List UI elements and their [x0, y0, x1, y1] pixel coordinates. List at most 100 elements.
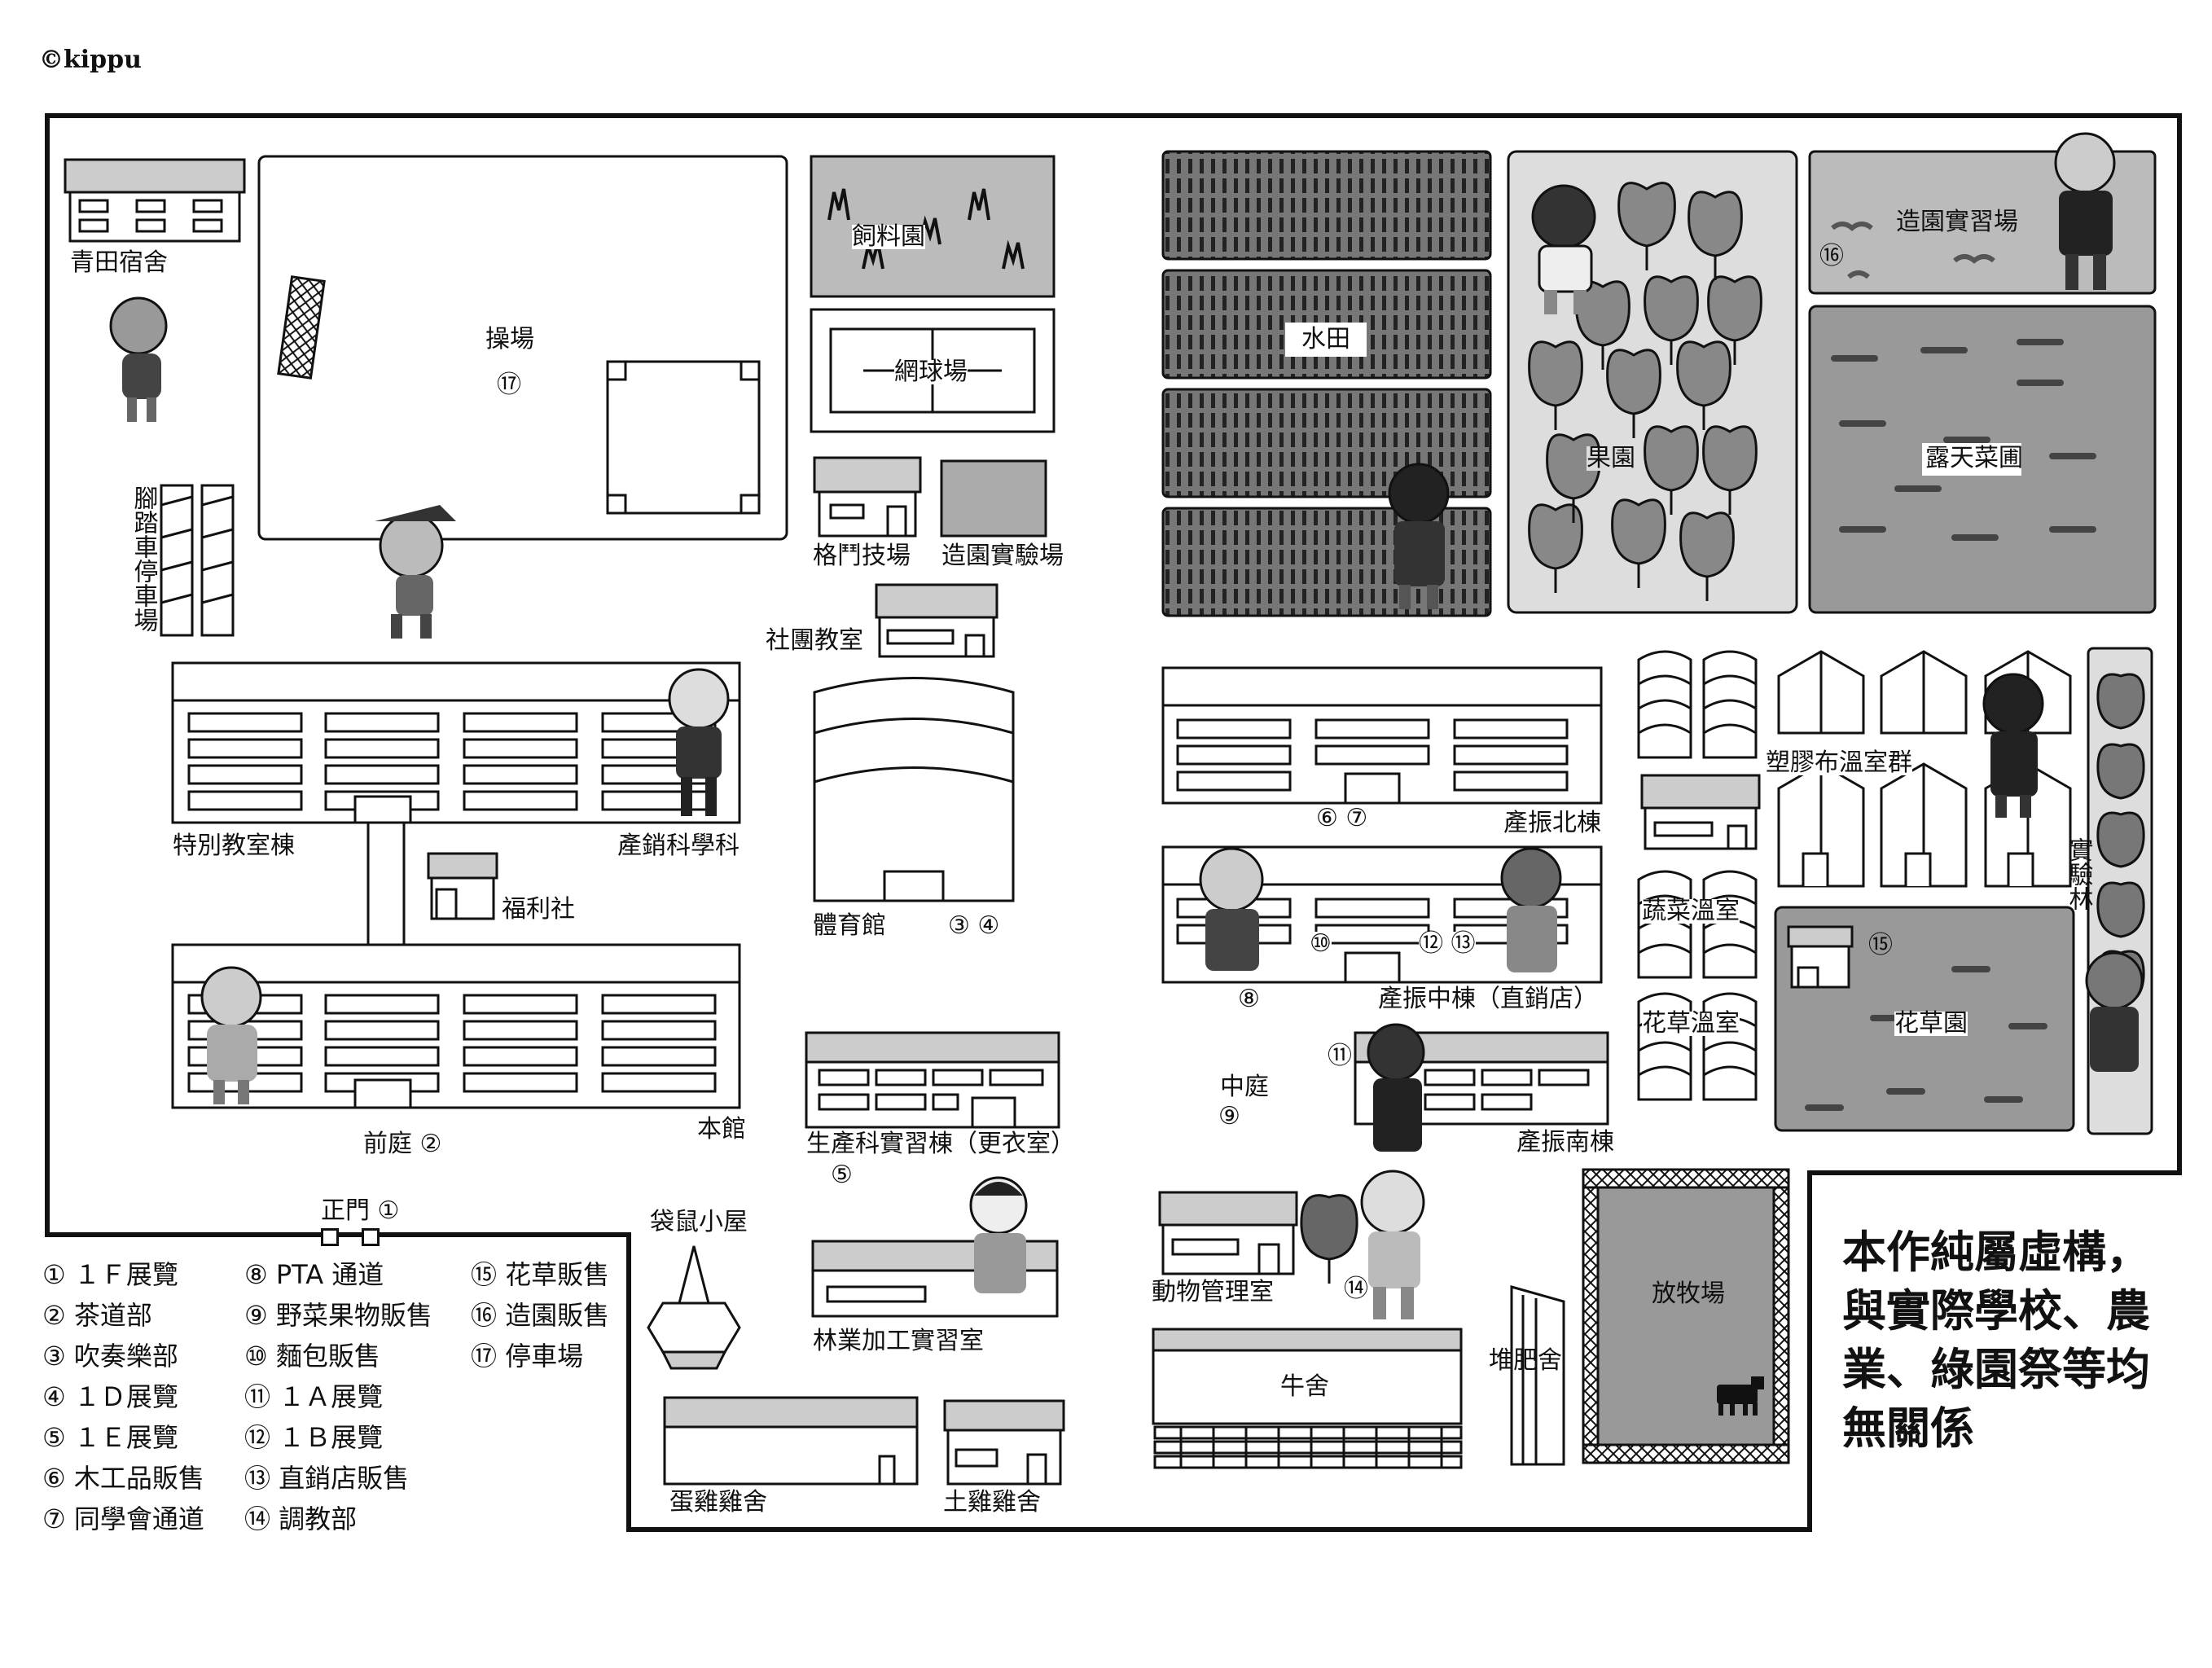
- legend-column-2: ⑧ PTA 通道 ⑨ 野菜果物販售 ⑩ 麵包販售 ⑪ １Ａ展覽 ⑫ １Ｂ展覽 ⑬…: [244, 1254, 432, 1539]
- label-open-field: 露天菜圃: [1925, 444, 2023, 472]
- label-middle-number-10: ⑩: [1310, 929, 1332, 958]
- open-vegetable-field: [1808, 305, 2157, 614]
- label-tennis: 網球場: [894, 358, 968, 386]
- bike-parking: [160, 484, 235, 637]
- legend-item: ⑧ PTA 通道: [244, 1259, 384, 1290]
- character-figure: [1531, 184, 1596, 314]
- legend-item: ⑦ 同學會通道: [42, 1503, 204, 1534]
- legend-item: ⑮ 花草販售: [471, 1259, 610, 1290]
- north-building: [1161, 666, 1603, 805]
- greenhouse-office: [1640, 774, 1761, 850]
- store-building: [427, 852, 498, 920]
- disclaimer-line: 業、綠園祭等均: [1842, 1344, 2150, 1395]
- compost-shed: [1510, 1285, 1565, 1466]
- label-landscape-number: ⑯: [1819, 242, 1844, 270]
- legend-item: ⑪ １Ａ展覽: [244, 1381, 384, 1412]
- main-building: [171, 943, 741, 1109]
- label-vegetable-greenhouse: 蔬菜溫室: [1642, 897, 1740, 925]
- label-club-room: 社團教室: [766, 626, 863, 655]
- egg-chicken-coop: [663, 1396, 919, 1486]
- gate-post-icon: [362, 1228, 380, 1246]
- label-playground: 操場: [485, 325, 534, 353]
- cattle-barn: [1152, 1328, 1463, 1469]
- label-south-building: 產振南棟: [1516, 1128, 1614, 1157]
- pasture: [1582, 1168, 1790, 1464]
- disclaimer-line: 本作純屬虛構，: [1842, 1227, 2150, 1278]
- label-south-number: ⑪: [1328, 1042, 1352, 1070]
- plastic-greenhouse-group: [1777, 650, 2072, 888]
- gymnasium: [813, 677, 1015, 902]
- label-flower-greenhouse: 花草溫室: [1642, 1009, 1740, 1038]
- campus-boundary: [45, 113, 2182, 1532]
- cow-icon: [1717, 1376, 1764, 1416]
- connecting-corridor: [366, 821, 406, 946]
- label-landscape-lab: 造園實驗場: [941, 542, 1064, 570]
- label-practice-building: 生產科實習棟（更衣室）: [806, 1130, 1075, 1158]
- label-forestry: 林業加工實習室: [813, 1327, 984, 1355]
- character-figure: [1388, 463, 1450, 609]
- character-figure: [2054, 132, 2116, 290]
- legend-item: ⑭ 調教部: [244, 1503, 358, 1534]
- character-figure: [969, 1176, 1028, 1293]
- label-orchard: 果園: [1587, 444, 1635, 472]
- label-gym-numbers: ③ ④: [948, 911, 1000, 940]
- character-figure: [1360, 1170, 1425, 1319]
- label-egg-coop: 蛋雞雞舍: [669, 1488, 767, 1517]
- legend-item: ③ 吹奏樂部: [42, 1341, 178, 1372]
- label-playground-number: ⑰: [497, 371, 521, 399]
- tree-icon: [1300, 1194, 1358, 1284]
- legend-item: ⑨ 野菜果物販售: [244, 1300, 432, 1331]
- character-figure: [1367, 1023, 1425, 1152]
- legend-item: ⑤ １Ｅ展覽: [42, 1422, 178, 1453]
- special-classroom-building: [171, 661, 741, 824]
- playground: [257, 155, 788, 541]
- label-middle-number-8: ⑧: [1238, 985, 1260, 1013]
- label-north-building: 產振北棟: [1503, 809, 1601, 837]
- label-animal-number: ⑭: [1344, 1275, 1368, 1303]
- label-experimental-forest: 實驗林: [2064, 837, 2093, 911]
- legend-item: ④ １Ｄ展覽: [42, 1381, 178, 1412]
- label-north-numbers: ⑥ ⑦: [1316, 804, 1368, 832]
- label-main-building: 本館: [697, 1115, 746, 1143]
- label-flower-number: ⑮: [1868, 931, 1893, 959]
- character-figure: [2085, 951, 2144, 1072]
- disclaimer-line: 無關係: [1842, 1402, 1974, 1454]
- label-compost: 堆肥舍: [1489, 1346, 1562, 1375]
- martial-arts-building: [813, 456, 922, 538]
- character-figure: [200, 966, 262, 1104]
- character-figure: [1199, 847, 1264, 971]
- kangaroo-hut: [647, 1245, 741, 1370]
- label-plastic-greenhouses: 塑膠布溫室群: [1766, 748, 1912, 777]
- practice-building: [805, 1031, 1060, 1129]
- label-gym: 體育館: [813, 911, 886, 940]
- label-courtyard: 中庭: [1220, 1073, 1269, 1101]
- character-figure: [109, 296, 168, 422]
- legend-column-3: ⑮ 花草販售 ⑯ 造園販售 ⑰ 停車場: [471, 1254, 609, 1376]
- legend-column-1: ① １Ｆ展覽 ② 茶道部 ③ 吹奏樂部 ④ １Ｄ展覽 ⑤ １Ｅ展覽 ⑥ 木工品販…: [42, 1254, 204, 1539]
- landscape-lab-area: [940, 459, 1047, 538]
- label-middle-numbers-12-13: ⑫ ⑬: [1419, 929, 1476, 958]
- label-middle-building: 產振中棟（直銷店）: [1378, 985, 1598, 1013]
- label-practice-number: ⑤: [831, 1161, 853, 1189]
- legend-item: ⑥ 木工品販售: [42, 1463, 204, 1494]
- legend-item: ⑫ １Ｂ展覽: [244, 1422, 384, 1453]
- legend-item: ⑯ 造園販售: [471, 1300, 610, 1331]
- label-martial: 格鬥技場: [813, 542, 911, 570]
- disclaimer-text: 本作純屬虛構， 與實際學校、農 業、綠園祭等均 無關係: [1842, 1223, 2150, 1458]
- character-figure: [668, 668, 730, 816]
- label-marketing-dept: 產銷科學科: [617, 832, 740, 860]
- label-native-coop: 土雞雞舍: [943, 1488, 1041, 1517]
- label-gate: 正門 ①: [321, 1196, 400, 1225]
- label-flower-garden: 花草園: [1894, 1009, 1968, 1038]
- legend-item: ② 茶道部: [42, 1300, 152, 1331]
- label-courtyard-number: ⑨: [1218, 1102, 1240, 1130]
- feed-garden: [810, 155, 1056, 298]
- native-chicken-coop: [943, 1399, 1065, 1486]
- label-landscape-practice: 造園實習場: [1896, 208, 2018, 236]
- label-animal-management: 動物管理室: [1152, 1278, 1274, 1306]
- dorm-building: [64, 158, 246, 243]
- character-figure: [375, 505, 456, 639]
- label-dorm: 青田宿舍: [70, 248, 168, 277]
- label-barn: 牛舍: [1280, 1372, 1329, 1401]
